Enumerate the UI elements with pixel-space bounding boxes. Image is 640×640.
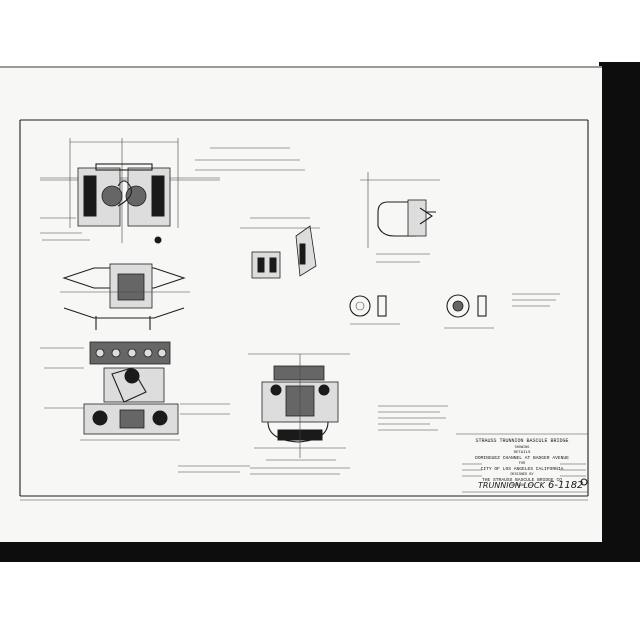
lock-end-detail xyxy=(240,217,320,279)
sheet-number: 6-1182 xyxy=(548,480,583,491)
washer-details xyxy=(349,293,560,329)
title-line-1: STRAUSS TRUNNION BASCULE BRIDGE xyxy=(475,438,568,444)
handwritten-label: TRUNNION LOCK xyxy=(478,481,546,490)
title-block: STRAUSS TRUNNION BASCULE BRIDGE SHOWING … xyxy=(456,433,588,493)
drawing-sheet: STRAUSS TRUNNION BASCULE BRIDGE SHOWING … xyxy=(0,66,602,542)
title-line-4: DOMINGUEZ CHANNEL AT BADGER AVENUE xyxy=(475,455,569,461)
title-line-5: FOR xyxy=(519,462,526,466)
title-line-2: SHOWING xyxy=(515,446,530,450)
title-line-8: THE STRAUSS BASCULE BRIDGE CO xyxy=(482,477,562,483)
title-line-3: DETAILS xyxy=(514,451,531,455)
sheet-number-circle xyxy=(580,478,588,486)
title-line-9: CHICAGO ILL xyxy=(510,484,533,488)
title-line-7: DESIGNED BY xyxy=(510,473,534,477)
title-line-6: CITY OF LOS ANGELES CALIFORNIA xyxy=(481,466,564,472)
plan-view-assembly xyxy=(40,138,305,244)
scan-shadow-bottom xyxy=(0,540,640,562)
end-elevation xyxy=(248,353,350,461)
side-elevation xyxy=(40,341,230,441)
yoke-detail xyxy=(360,172,440,263)
lock-side-view xyxy=(60,263,190,330)
blueprint-drawing: STRAUSS TRUNNION BASCULE BRIDGE SHOWING … xyxy=(19,119,589,501)
scan-shadow-right xyxy=(599,62,640,562)
general-notes xyxy=(178,405,448,475)
